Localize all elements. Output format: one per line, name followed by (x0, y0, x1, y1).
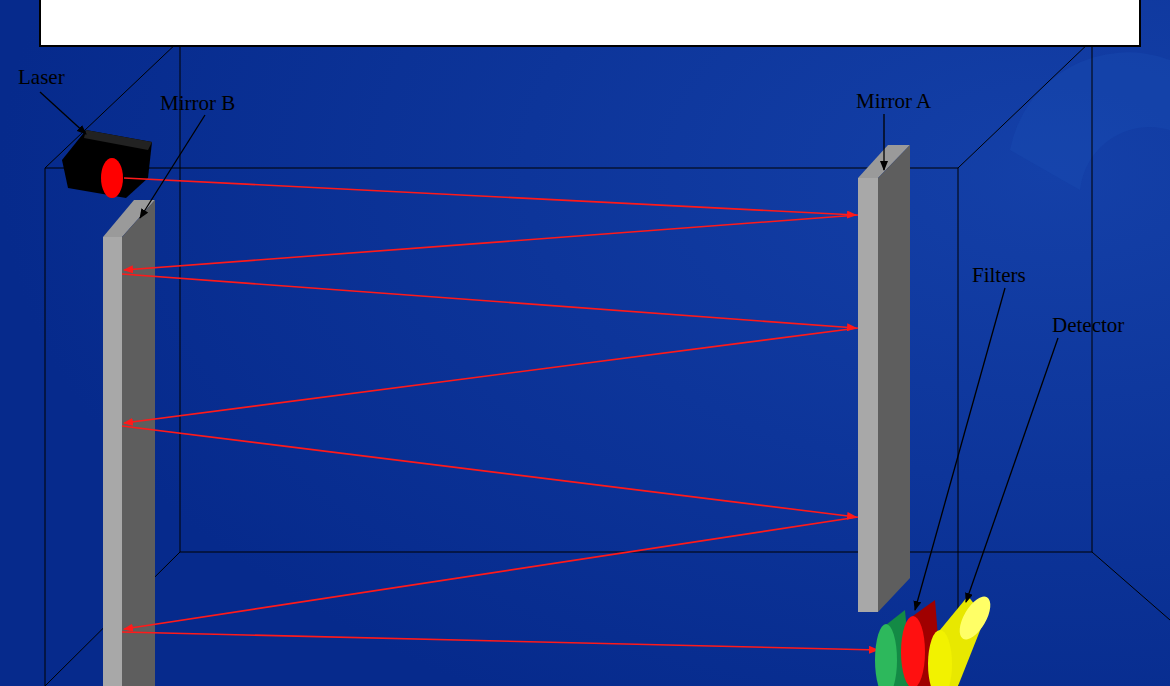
box-wireframe (45, 40, 1170, 686)
laser-ray (122, 178, 878, 650)
mirror-a (858, 145, 910, 612)
part-label: Filters (972, 264, 1026, 287)
title-bar (40, 0, 1140, 46)
part-label: Mirror B (160, 92, 235, 115)
detector-cylinder (928, 592, 997, 686)
part-label: Detector (1052, 314, 1124, 337)
leader-line (40, 92, 1058, 610)
laser-body (62, 130, 152, 198)
part-label: Laser (18, 66, 65, 89)
part-label: Mirror A (856, 90, 931, 113)
decor-swoosh (1010, 52, 1170, 190)
mirror-b (103, 200, 155, 686)
